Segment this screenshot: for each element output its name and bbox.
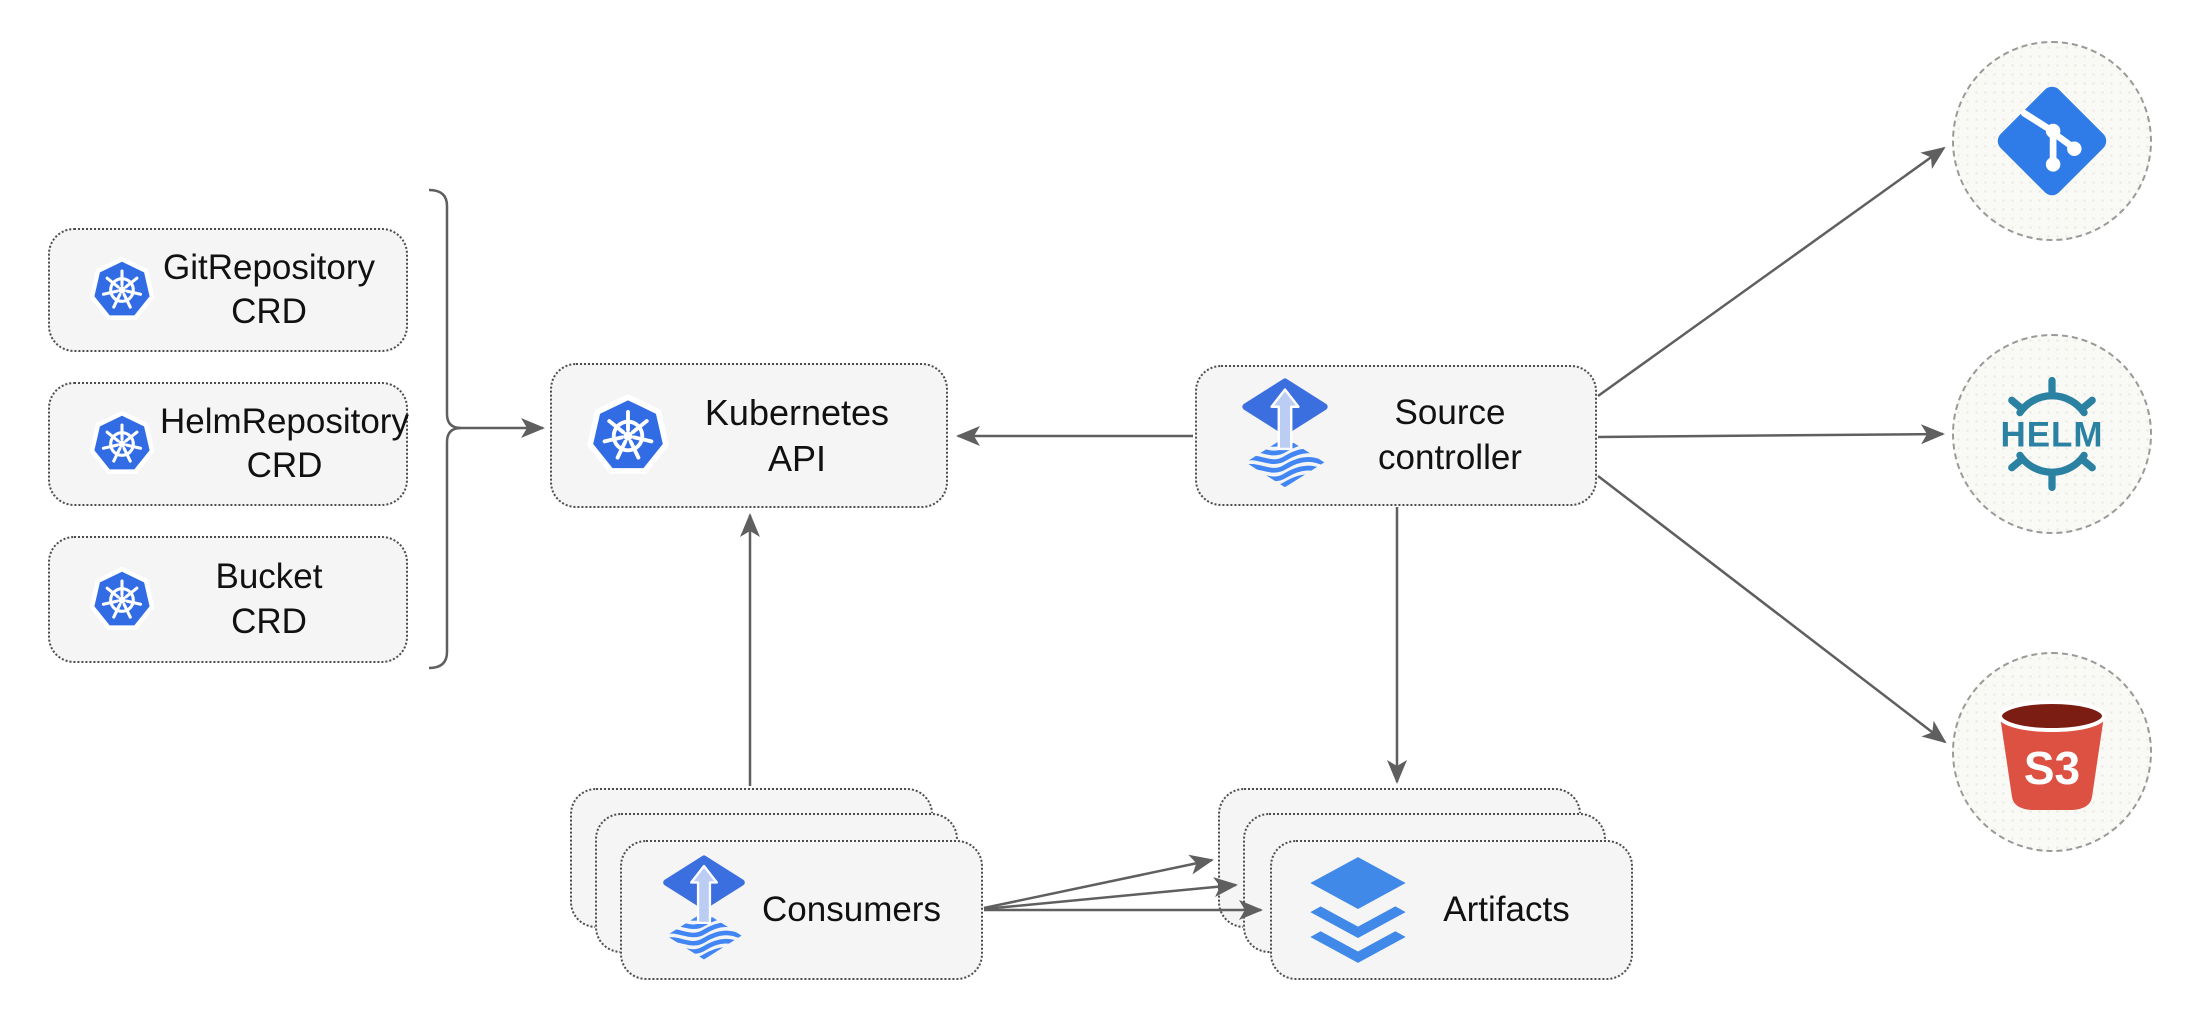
- node-label: Source controller: [1378, 393, 1522, 477]
- node-label: Bucket CRD: [215, 557, 323, 641]
- edge-source-controller-to-s3: [1597, 475, 1947, 744]
- node-bucket-crd: Bucket CRD: [48, 536, 408, 663]
- edge-source-controller-to-helm: [1597, 424, 1945, 445]
- edge-consumers-to-artifacts-2: [983, 877, 1238, 911]
- node-label: Artifacts: [1443, 889, 1570, 929]
- node-consumers: Consumers: [620, 840, 983, 980]
- edge-source-controller-to-git: [1597, 146, 1946, 398]
- kubernetes-icon: [84, 562, 160, 638]
- node-label: Kubernetes API: [704, 392, 890, 479]
- node-kubernetes-api: Kubernetes API: [550, 363, 948, 508]
- s3-icon-text: S3: [2024, 742, 2080, 794]
- external-s3-circle: S3: [1952, 652, 2152, 852]
- kubernetes-icon: [84, 252, 160, 328]
- edge-consumers-to-artifacts-1: [983, 854, 1214, 910]
- s3-bucket-icon: S3: [1998, 699, 2106, 810]
- kubernetes-icon: [84, 406, 160, 482]
- git-icon: [1997, 86, 2107, 196]
- node-gitrepository-crd: GitRepository CRD: [48, 228, 408, 352]
- helm-icon: HELM: [2001, 376, 2104, 492]
- node-helmrepository-crd: HelmRepository CRD: [48, 382, 409, 506]
- flux-icon: [658, 855, 750, 965]
- flux-icon: [1237, 378, 1333, 493]
- layers-icon: [1306, 853, 1410, 967]
- node-label: HelmRepository CRD: [160, 401, 409, 485]
- node-artifacts: Artifacts: [1270, 840, 1633, 980]
- node-source-controller: Source controller: [1195, 365, 1597, 506]
- helm-icon-text: HELM: [2001, 416, 2104, 455]
- kubernetes-icon: [580, 388, 676, 484]
- external-helm-circle: HELM: [1952, 334, 2152, 534]
- external-git-circle: [1952, 41, 2152, 241]
- node-label: GitRepository CRD: [162, 247, 376, 331]
- node-label: Consumers: [762, 889, 941, 929]
